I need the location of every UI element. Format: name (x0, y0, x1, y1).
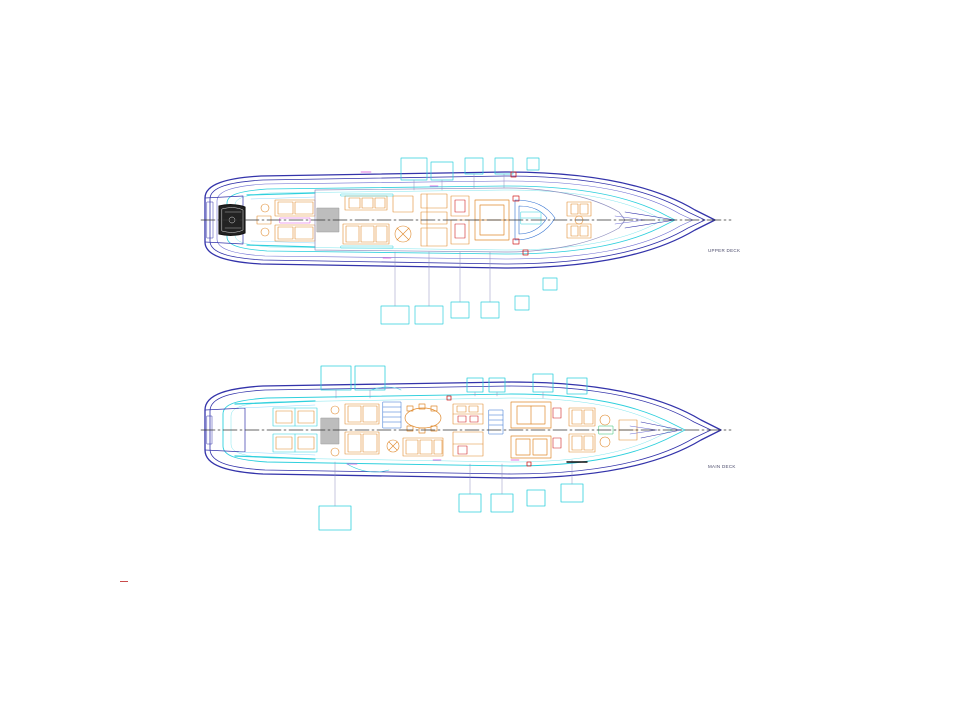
deck-edge-cyan-inner (234, 189, 664, 251)
staircase-forward (488, 409, 504, 435)
aft-rail-port (234, 400, 316, 405)
bow-detail-2 (629, 425, 658, 435)
wheelhouse-seats (512, 195, 520, 245)
aft-deck-furniture (256, 199, 316, 242)
aft-rail-stbd-2 (238, 451, 316, 456)
staircase (382, 401, 402, 429)
dining-table (404, 403, 442, 434)
wheelhouse (514, 199, 556, 241)
callout-leaders (334, 389, 573, 507)
tender-dinghy (218, 204, 246, 236)
galley (452, 403, 484, 457)
forward-lounge (566, 201, 592, 239)
aft-cabin-partitions (272, 407, 318, 453)
magenta-markers (360, 171, 439, 259)
hull-inner-line (209, 175, 706, 265)
aft-rail-port (246, 192, 316, 196)
master-suite (510, 401, 552, 459)
hull-inner-line (209, 385, 712, 475)
deck-edge-cyan (222, 393, 686, 467)
main-deck-plan (175, 360, 735, 550)
superstructure-outline (314, 187, 626, 253)
deck-edge-cyan (226, 185, 676, 255)
aft-rail-stbd (234, 455, 316, 460)
aft-rail-port-2 (238, 404, 316, 409)
aft-rail-stbd-2 (250, 240, 316, 244)
saloon-detail-cyan (340, 193, 394, 249)
upper-deck-drawing (200, 157, 732, 325)
deck-curve-top (370, 386, 402, 391)
galley-appliances (457, 415, 479, 455)
red-markers (446, 395, 532, 467)
main-deck-label: MAIN DECK (708, 464, 736, 469)
hull-outline (204, 171, 716, 269)
hull-outline (204, 381, 722, 479)
callout-boxes-top (320, 365, 588, 395)
stray-mark (120, 581, 128, 582)
aft-rail-port-2 (250, 196, 316, 200)
aft-cabin-beds (275, 410, 315, 450)
wheelhouse-console (520, 211, 542, 225)
callout-boxes-bottom (380, 277, 558, 325)
crew-quarters (568, 407, 611, 453)
aft-rail-stbd (246, 244, 316, 248)
red-markers (510, 171, 529, 256)
upper-deck-plan (175, 150, 735, 340)
callout-boxes-bottom (318, 483, 584, 531)
master-suite-accent (552, 407, 562, 449)
upper-deck-label: UPPER DECK (708, 248, 741, 253)
lobby-block (320, 417, 340, 445)
mid-section-red-detail (454, 199, 466, 239)
main-deck-drawing (200, 365, 732, 531)
deck-curve-bottom (346, 463, 390, 473)
magenta-markers (346, 459, 520, 465)
hull-third-line (216, 180, 694, 260)
aft-deck-accents (279, 217, 311, 224)
saloon-seating (386, 437, 444, 457)
cabin-furniture-group (330, 403, 380, 457)
callout-leaders (394, 173, 505, 307)
